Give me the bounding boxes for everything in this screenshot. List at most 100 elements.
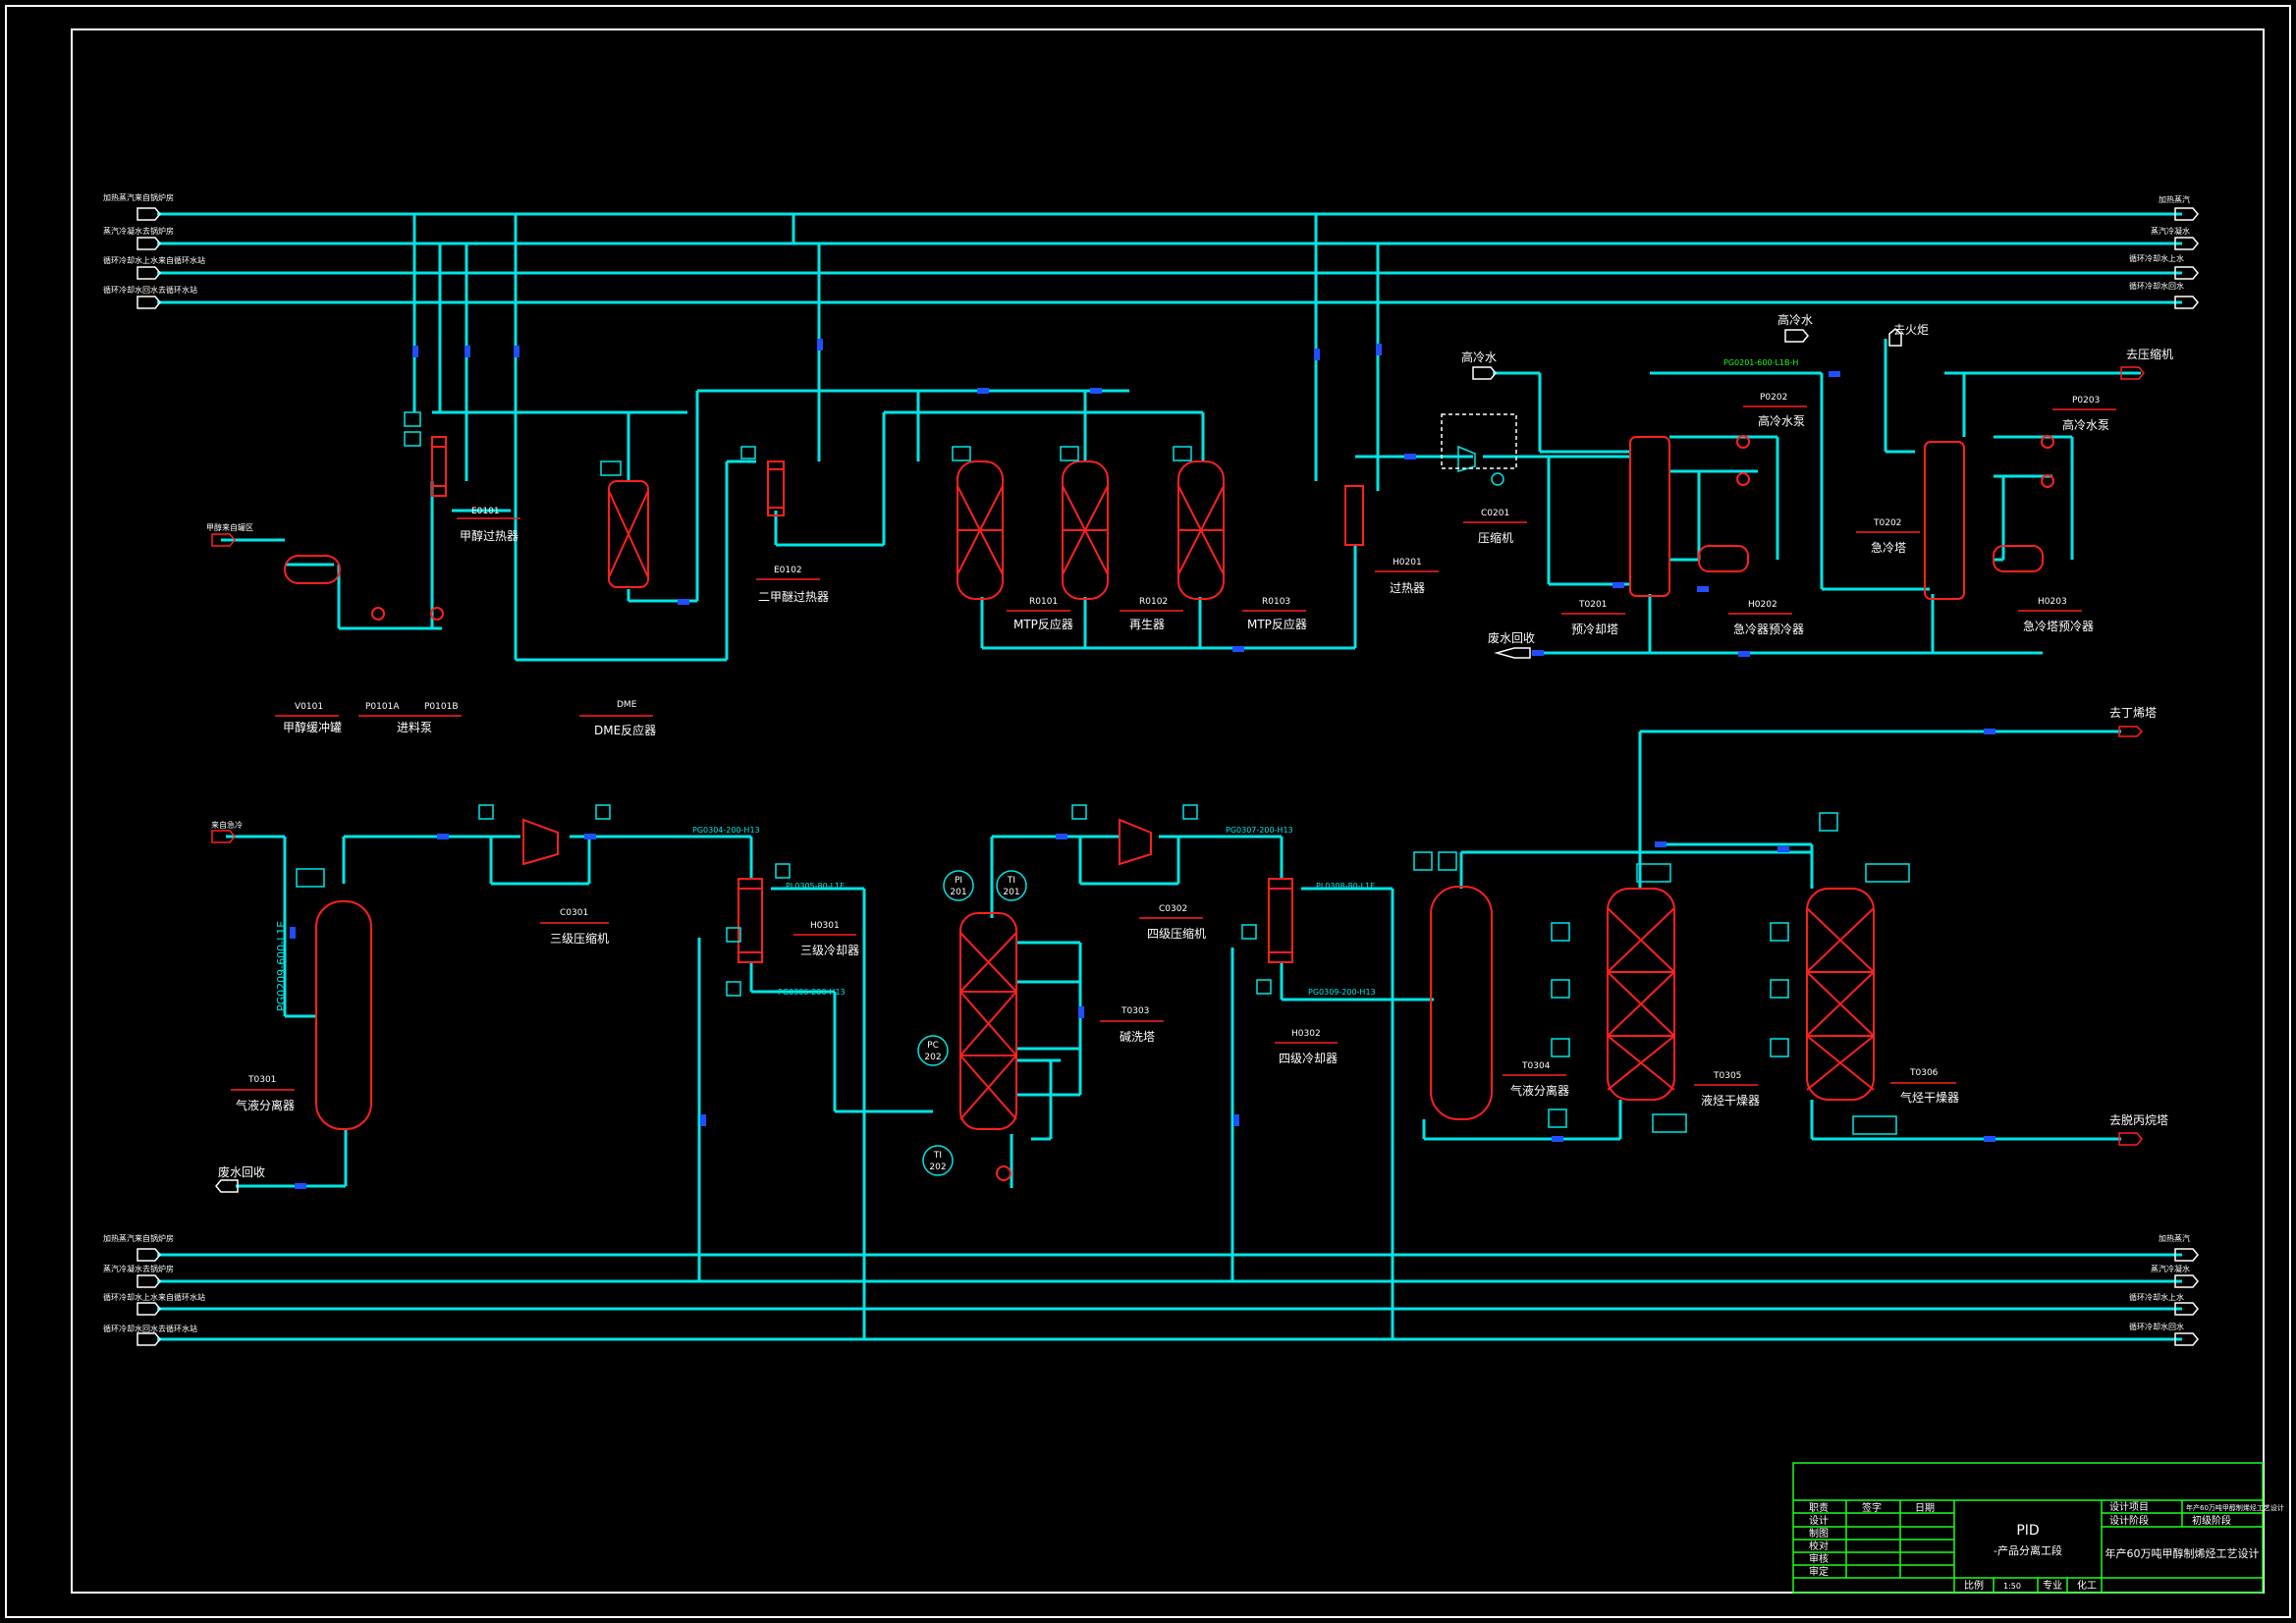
tb-bottom-4: 化工 — [2077, 1579, 2097, 1592]
instrument-pc-202 — [917, 1035, 949, 1066]
utility-left-bottom-4: 循环冷却水回水去循环水站 — [103, 1324, 197, 1333]
ti1-number: 201 — [1003, 888, 1019, 897]
equip-code-r0102: R0102 — [1139, 597, 1168, 607]
pump-p0101b — [430, 607, 444, 621]
tb-row-5: 审定 — [1809, 1565, 1829, 1578]
ti1-letters: TI — [1007, 876, 1015, 886]
equip-name-h0202: 急冷器预冷器 — [1733, 622, 1804, 636]
utility-right-bottom-2: 蒸汽冷凝水 — [2151, 1264, 2190, 1273]
pump-p0101a — [371, 607, 385, 621]
equip-name-e0101: 甲醇过热器 — [460, 528, 519, 543]
equip-name-r0101: MTP反应器 — [1013, 617, 1073, 631]
tb-bottom-3: 专业 — [2043, 1579, 2062, 1592]
tb-v1: 年产60万吨甲醇制烯烃工艺设计 — [2186, 1503, 2284, 1512]
equipment — [284, 435, 2054, 1181]
equip-code-t0301: T0301 — [247, 1075, 276, 1085]
instrument-ti-201 — [996, 870, 1027, 901]
equip-code-e0102: E0102 — [774, 566, 802, 575]
pipe-label-6: PG0307-200-H13 — [1226, 826, 1293, 835]
equip-code-t0305: T0305 — [1713, 1071, 1741, 1081]
equip-name-h0203: 急冷塔预冷器 — [2023, 619, 2094, 633]
instrument-ti-202 — [922, 1145, 954, 1176]
stream-to-compressor: 去压缩机 — [2126, 347, 2173, 361]
process-terminals — [211, 366, 2145, 1146]
instrument-pi-201 — [943, 870, 974, 901]
pc-letters: PC — [927, 1041, 939, 1051]
utility-left-bottom-3: 循环冷却水上水来自循环水站 — [103, 1292, 205, 1302]
utility-left-top-1: 加热蒸汽来自锅炉房 — [103, 192, 174, 202]
equip-code-c0201: C0201 — [1481, 509, 1509, 518]
tb-bottom-2: 1:50 — [2003, 1582, 2021, 1591]
stream-to-depropanizer: 去脱丙烷塔 — [2109, 1112, 2168, 1127]
utility-right-top-1: 加热蒸汽 — [2159, 194, 2190, 204]
tb-subtitle: -产品分离工段 — [1994, 1543, 2062, 1557]
stream-wastewater-top: 废水回收 — [1488, 630, 1535, 645]
exchanger-h0201 — [1344, 485, 1364, 546]
ti2-letters: TI — [933, 1151, 942, 1161]
tb-k2: 设计阶段 — [2109, 1514, 2149, 1527]
equip-name-c0301: 三级压缩机 — [550, 931, 609, 946]
tb-col-2: 签字 — [1862, 1501, 1882, 1514]
equip-name-p0203: 高冷水泵 — [2062, 417, 2109, 432]
utility-left-top-4: 循环冷却水回水去循环水站 — [103, 285, 197, 295]
equip-code-p0203: P0203 — [2072, 396, 2100, 406]
utility-left-bottom-1: 加热蒸汽来自锅炉房 — [103, 1233, 174, 1243]
equip-code-r0103: R0103 — [1262, 597, 1290, 607]
instruments — [296, 411, 1910, 1176]
legend-code-v0101: V0101 — [295, 702, 323, 712]
tower-t0202 — [1924, 441, 1965, 600]
stream-to-butylene: 去丁烯塔 — [2109, 706, 2157, 720]
equip-name-t0201: 预冷却塔 — [1571, 622, 1618, 636]
tb-col-3: 日期 — [1915, 1502, 1935, 1514]
tb-bottom-1: 比例 — [1964, 1579, 1984, 1592]
tb-drawing: PID — [2016, 1523, 2039, 1539]
stream-high-cold-water-1: 高冷水 — [1461, 350, 1497, 364]
stream-feed-gas: 来自急冷 — [211, 820, 243, 830]
utility-right-top-2: 蒸汽冷凝水 — [2151, 226, 2190, 236]
equipment-labels-top: E0101 甲醇过热器 E0102 二甲醚过热器 R0101 MTP反应器 R0… — [457, 393, 2116, 636]
valves — [290, 339, 1995, 1189]
equip-name-h0201: 过热器 — [1390, 581, 1425, 595]
equip-code-t0202: T0202 — [1873, 518, 1901, 528]
legend-code-p0101a: P0101A — [365, 702, 400, 712]
equip-code-p0202: P0202 — [1760, 393, 1787, 403]
tower-t0303 — [959, 912, 1017, 1130]
equip-name-t0301: 气液分离器 — [236, 1098, 295, 1112]
utility-right-top-3: 循环冷却水上水 — [2129, 253, 2184, 263]
cooler-h0301 — [738, 878, 763, 963]
tb-row-1: 设计 — [1809, 1514, 1829, 1527]
equip-name-c0201: 压缩机 — [1478, 530, 1513, 545]
equip-name-p0202: 高冷水泵 — [1758, 413, 1805, 428]
stream-wastewater-bottom: 废水回收 — [218, 1164, 265, 1179]
tb-v2: 初级阶段 — [2192, 1514, 2231, 1527]
equip-code-h0301: H0301 — [810, 921, 840, 931]
legend-name-dme: DME反应器 — [594, 723, 656, 737]
utility-left-top-2: 蒸汽冷凝水去锅炉房 — [103, 226, 174, 236]
inner-frame — [71, 28, 2265, 1594]
equip-name-c0302: 四级压缩机 — [1147, 926, 1206, 941]
drier-t0306 — [1806, 888, 1875, 1101]
tower-t0201 — [1629, 436, 1670, 597]
equip-name-e0102: 二甲醚过热器 — [758, 590, 829, 604]
utility-left-bottom-2: 蒸汽冷凝水去锅炉房 — [103, 1264, 174, 1273]
equip-code-c0302: C0302 — [1159, 904, 1187, 914]
pipe-network — [157, 212, 2182, 1341]
equip-code-t0306: T0306 — [1909, 1068, 1939, 1078]
equip-name-r0103: MTP反应器 — [1247, 617, 1307, 631]
equip-name-h0302: 四级冷却器 — [1279, 1052, 1338, 1065]
pc-number: 202 — [924, 1053, 941, 1062]
equip-code-t0201: T0201 — [1578, 600, 1607, 610]
equip-code-h0201: H0201 — [1393, 558, 1422, 568]
pipe-label-3: PG0304-200-H13 — [692, 826, 760, 835]
equip-code-c0301: C0301 — [560, 908, 588, 918]
equipment-legend: V0101 甲醇缓冲罐 P0101A P0101B 进料泵 DME DME反应器 — [275, 700, 656, 737]
pipe-label-2: PG0209-600-L1E — [275, 921, 288, 1011]
vessel-v0101 — [284, 555, 341, 584]
cooler-h0202 — [1698, 545, 1749, 572]
tb-col-1: 职责 — [1809, 1501, 1829, 1514]
utility-right-bottom-4: 循环冷却水回水 — [2129, 1322, 2184, 1331]
equip-name-t0306: 气烃干燥器 — [1900, 1090, 1959, 1105]
utility-left-top-3: 循环冷却水上水来自循环水站 — [103, 255, 205, 265]
tb-k1: 设计项目 — [2109, 1500, 2149, 1513]
